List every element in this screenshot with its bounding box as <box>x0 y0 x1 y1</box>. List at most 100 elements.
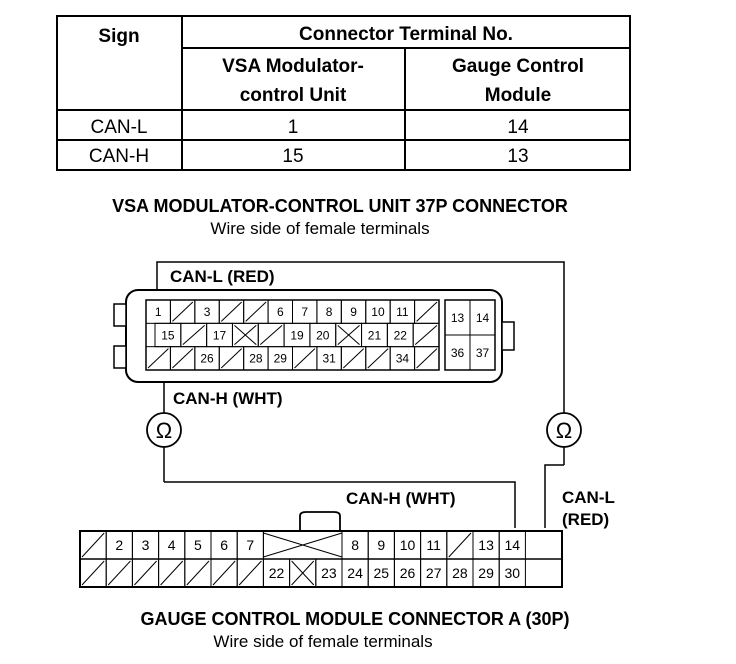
terminal-number: 11 <box>396 305 409 319</box>
terminal-number: 31 <box>322 352 336 366</box>
empty-terminal-slash <box>81 532 105 558</box>
terminal-number: 28 <box>249 352 263 366</box>
terminal-cell: 37 <box>469 334 496 371</box>
table-row-can-h-sign: CAN-H <box>89 146 149 167</box>
empty-terminal-slash <box>81 560 105 586</box>
vsa-connector-subtitle: Wire side of female terminals <box>210 219 429 238</box>
table-col-gauge-line2: Module <box>485 85 552 106</box>
terminal-number: 27 <box>426 565 442 581</box>
terminal-number: 23 <box>321 565 337 581</box>
terminal-number: 28 <box>452 565 468 581</box>
terminal-cell <box>414 346 440 371</box>
blocked-terminal-cross <box>234 324 257 346</box>
terminal-number: 6 <box>220 537 228 553</box>
blocked-terminal-cross <box>291 560 315 586</box>
terminal-number: 10 <box>371 305 385 319</box>
terminal-number: 10 <box>400 537 416 553</box>
terminal-number: 21 <box>368 328 382 342</box>
terminal-number: 37 <box>476 346 490 360</box>
empty-terminal-slash <box>238 560 262 586</box>
terminal-number: 9 <box>377 537 385 553</box>
terminal-number: 14 <box>476 311 490 325</box>
wire-label-can-l-right-1: CAN-L <box>562 488 615 507</box>
terminal-cell: 30 <box>498 558 526 588</box>
empty-terminal-slash <box>416 348 438 369</box>
empty-terminal-slash <box>212 560 236 586</box>
ohm-symbol-right: Ω <box>556 418 572 443</box>
empty-terminal-slash <box>172 301 194 322</box>
table-col-gauge-line1: Gauge Control <box>452 56 584 77</box>
table-col-vsa-line2: control Unit <box>240 85 347 106</box>
empty-terminal-slash <box>147 348 169 369</box>
terminal-number: 14 <box>505 537 521 553</box>
terminal-number: 19 <box>290 328 304 342</box>
table-col-vsa-line1: VSA Modulator- <box>222 56 364 77</box>
terminal-number: 22 <box>394 328 408 342</box>
vsa-connector-title: VSA MODULATOR-CONTROL UNIT 37P CONNECTOR <box>112 196 568 216</box>
terminal-number: 15 <box>161 328 175 342</box>
empty-terminal-slash <box>172 348 194 369</box>
gauge-connector-subtitle: Wire side of female terminals <box>213 632 432 651</box>
blocked-terminal-cross <box>337 324 360 346</box>
terminal-number: 34 <box>396 352 410 366</box>
terminal-number: 5 <box>194 537 202 553</box>
terminal-number: 29 <box>274 352 288 366</box>
terminal-number: 30 <box>505 565 521 581</box>
terminal-number: 13 <box>451 311 465 325</box>
terminal-number: 9 <box>350 305 357 319</box>
terminal-number: 7 <box>301 305 308 319</box>
empty-terminal-slash <box>220 348 243 369</box>
terminal-number: 2 <box>115 537 123 553</box>
table-row-can-h-vsa: 15 <box>282 146 303 167</box>
table-header-sign: Sign <box>98 26 139 47</box>
terminal-number: 29 <box>478 565 494 581</box>
terminal-number: 13 <box>478 537 494 553</box>
table-row-can-l-vsa: 1 <box>288 117 299 138</box>
terminal-number: 3 <box>204 305 211 319</box>
empty-terminal-slash <box>134 560 157 586</box>
terminal-table <box>56 15 631 171</box>
terminal-number: 8 <box>326 305 333 319</box>
empty-terminal-slash <box>259 324 283 346</box>
ohm-meter-right: Ω <box>546 412 582 448</box>
empty-terminal-slash <box>448 532 472 558</box>
empty-terminal-slash <box>220 301 243 322</box>
terminal-number: 24 <box>347 565 363 581</box>
terminal-number: 1 <box>155 305 162 319</box>
wire-label-can-l-right-2: (RED) <box>562 510 609 529</box>
terminal-number: 17 <box>213 328 227 342</box>
table-row-can-l-gauge: 14 <box>507 117 529 138</box>
empty-terminal-slash <box>367 348 389 369</box>
wire-label-can-l-top: CAN-L (RED) <box>170 267 275 286</box>
empty-terminal-slash <box>342 348 365 369</box>
table-header-connector: Connector Terminal No. <box>299 24 513 45</box>
gauge-connector-title: GAUGE CONTROL MODULE CONNECTOR A (30P) <box>140 609 569 629</box>
terminal-number: 3 <box>142 537 150 553</box>
terminal-number: 25 <box>374 565 390 581</box>
terminal-number: 26 <box>400 565 416 581</box>
terminal-number: 6 <box>277 305 284 319</box>
terminal-number: 8 <box>351 537 359 553</box>
table-row-can-h-gauge: 13 <box>507 146 528 167</box>
empty-terminal-slash <box>182 324 205 346</box>
empty-terminal-slash <box>160 560 184 586</box>
empty-terminal-slash <box>416 301 438 322</box>
ohm-meter-left: Ω <box>146 412 182 448</box>
terminal-number: 4 <box>168 537 176 553</box>
empty-terminal-slash <box>294 348 316 369</box>
empty-terminal-slash <box>245 301 267 322</box>
terminal-number: 11 <box>426 537 441 553</box>
empty-terminal-slash <box>107 560 131 586</box>
latch-area-cross <box>263 532 343 558</box>
empty-terminal-slash <box>414 324 438 346</box>
ohm-symbol-left: Ω <box>156 418 172 443</box>
terminal-number: 7 <box>246 537 254 553</box>
terminal-number: 26 <box>200 352 214 366</box>
empty-terminal-slash <box>186 560 210 586</box>
wire-label-can-h-bottom: CAN-H (WHT) <box>346 489 456 508</box>
terminal-number: 22 <box>269 565 285 581</box>
terminal-number: 36 <box>451 346 465 360</box>
wire-can-l <box>156 261 565 413</box>
